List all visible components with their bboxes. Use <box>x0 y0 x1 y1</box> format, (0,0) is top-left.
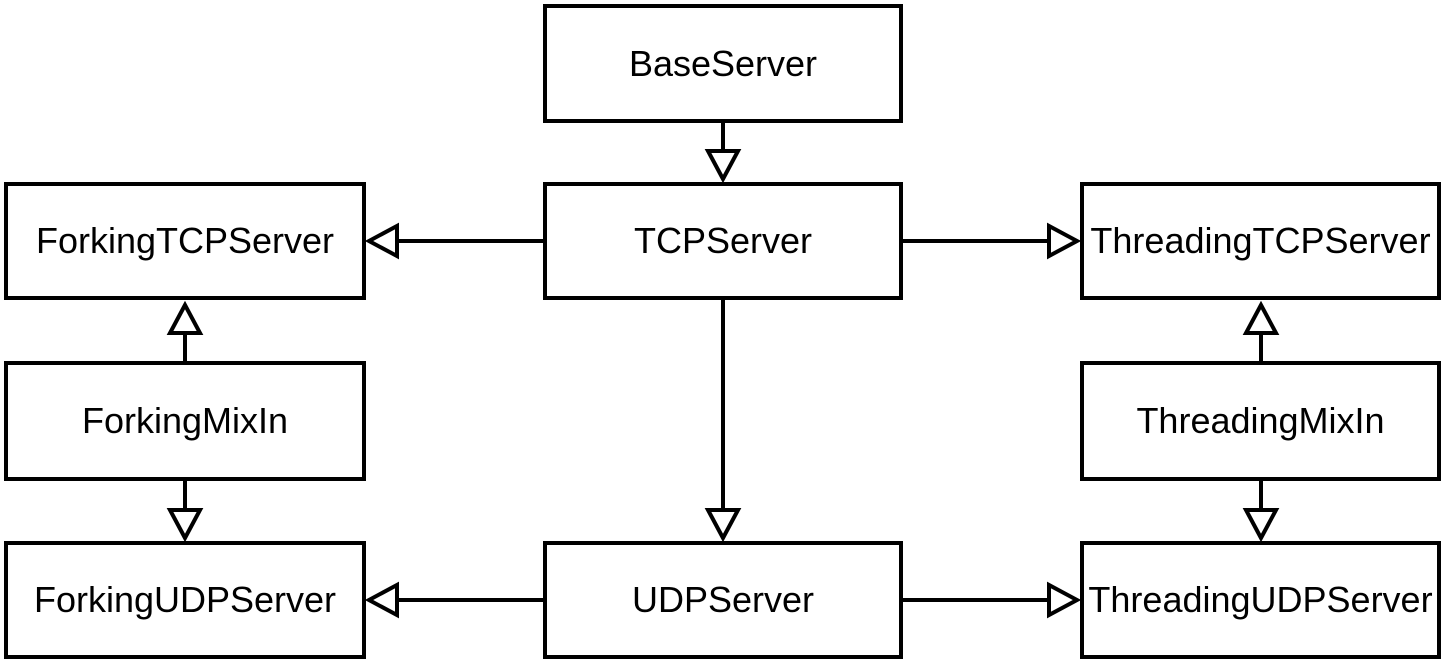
node-forkingmixin: ForkingMixIn <box>4 361 366 481</box>
edge-baseserver-tcpserver <box>704 123 742 184</box>
edge-udpserver-threadingudpserver <box>903 581 1082 619</box>
inheritance-arrowhead-icon <box>364 222 399 260</box>
node-label: ForkingTCPServer <box>35 220 335 261</box>
inheritance-arrowhead-icon <box>1242 300 1280 335</box>
inheritance-arrowhead-icon <box>166 508 204 543</box>
node-udpserver: UDPServer <box>543 541 903 659</box>
edge-threadingmixin-threadingtcpserver <box>1242 300 1280 361</box>
edge-tcpserver-udpserver <box>704 300 742 543</box>
node-label: ThreadingMixIn <box>1136 400 1385 441</box>
inheritance-arrowhead-icon <box>704 149 742 184</box>
node-label: ForkingUDPServer <box>33 579 337 620</box>
edge-threadingmixin-threadingudpserver <box>1242 481 1280 543</box>
node-forkingtcpserver: ForkingTCPServer <box>4 182 366 300</box>
edge-forkingmixin-forkingudpserver <box>166 481 204 543</box>
inheritance-arrowhead-icon <box>166 300 204 335</box>
node-label: BaseServer <box>628 42 818 84</box>
node-threadingmixin: ThreadingMixIn <box>1080 361 1441 481</box>
node-threadingudpserver: ThreadingUDPServer <box>1080 541 1441 659</box>
node-threadingtcpserver: ThreadingTCPServer <box>1080 182 1441 300</box>
node-label: UDPServer <box>631 579 815 620</box>
node-tcpserver: TCPServer <box>543 182 903 300</box>
node-label: ForkingMixIn <box>81 400 289 441</box>
edge-forkingmixin-forkingtcpserver <box>166 300 204 361</box>
inheritance-arrowhead-icon <box>1242 508 1280 543</box>
inheritance-arrowhead-icon <box>1047 222 1082 260</box>
edge-tcpserver-threadingtcpserver <box>903 222 1082 260</box>
inheritance-arrowhead-icon <box>364 581 399 619</box>
edge-udpserver-forkingudpserver <box>364 581 543 619</box>
node-baseserver: BaseServer <box>543 4 903 123</box>
inheritance-arrowhead-icon <box>704 508 742 543</box>
edge-tcpserver-forkingtcpserver <box>364 222 543 260</box>
node-label: ThreadingUDPServer <box>1088 579 1433 620</box>
node-label: ThreadingTCPServer <box>1090 220 1431 261</box>
inheritance-arrowhead-icon <box>1047 581 1082 619</box>
node-label: TCPServer <box>633 220 813 261</box>
node-forkingudpserver: ForkingUDPServer <box>4 541 366 659</box>
